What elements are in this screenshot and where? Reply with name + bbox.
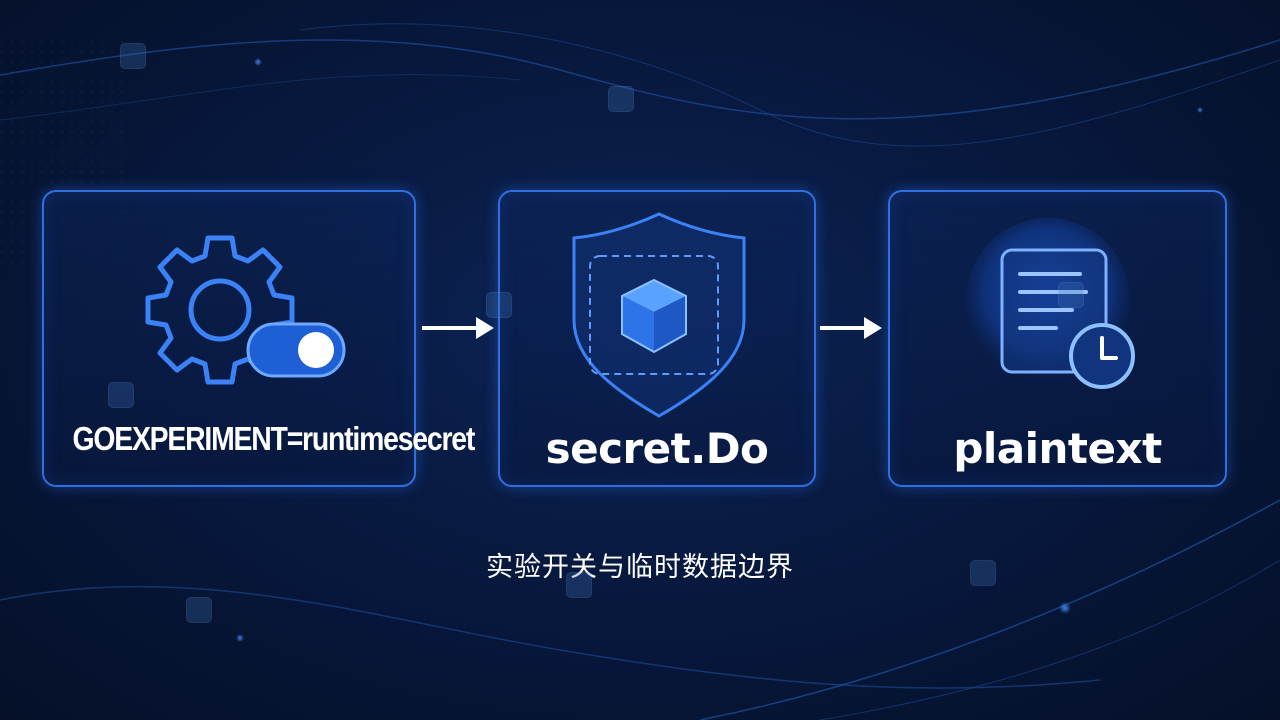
document-clock-icon: [966, 218, 1135, 389]
step-card-plaintext: plaintext: [888, 190, 1227, 487]
arrow-right-icon: [820, 317, 882, 339]
gear-toggle-icon: [145, 235, 346, 385]
watermark-logo: [1058, 282, 1084, 308]
step-label: secret.Do: [545, 424, 769, 473]
step-label: GOEXPERIMENT=runtimesecret: [72, 420, 475, 457]
step-label: plaintext: [953, 424, 1162, 473]
step-card-experiment-flag: GOEXPERIMENT=runtimesecret: [42, 190, 475, 487]
watermark-logo: [108, 382, 134, 408]
step-card-secret-do: secret.Do: [498, 190, 816, 487]
watermark-logo: [608, 86, 634, 112]
arrow-right-icon: [422, 317, 494, 339]
watermark-logo: [970, 560, 996, 586]
watermark-logo: [566, 572, 592, 598]
shield-cube-icon: [572, 212, 746, 418]
watermark-logo: [486, 292, 512, 318]
watermark-logo: [186, 597, 212, 623]
watermark-logo: [120, 43, 146, 69]
diagram-caption: 实验开关与临时数据边界: [486, 552, 794, 583]
